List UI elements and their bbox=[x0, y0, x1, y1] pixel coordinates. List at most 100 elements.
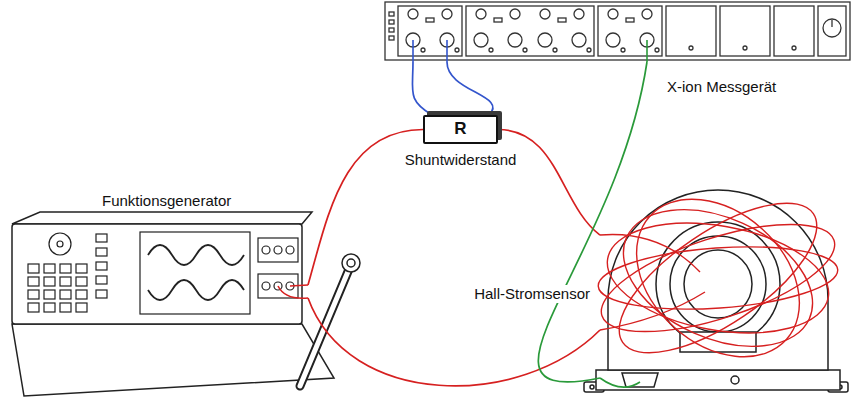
current-coil bbox=[590, 167, 847, 388]
rack-sockets-part bbox=[494, 18, 502, 22]
rack-sockets-part bbox=[587, 48, 591, 52]
generator-panel-part bbox=[44, 277, 55, 286]
rack-device-part bbox=[398, 6, 462, 56]
rack-device-part bbox=[389, 28, 394, 32]
generator-panel-part bbox=[28, 303, 39, 312]
rack-device-part bbox=[466, 6, 594, 56]
sensor-housing-part bbox=[590, 385, 594, 389]
rack-sockets-part bbox=[655, 48, 659, 52]
rack-sockets-part bbox=[523, 48, 527, 52]
rack-device-part bbox=[823, 19, 841, 37]
rack-device-part bbox=[389, 36, 394, 40]
rack-sockets-part bbox=[538, 33, 552, 47]
rack-device-part bbox=[818, 6, 846, 56]
rack-sockets-part bbox=[574, 9, 584, 19]
current-wire bbox=[498, 130, 600, 236]
rack-device-part bbox=[792, 46, 796, 50]
generator-panel-part bbox=[148, 280, 244, 300]
rack-sockets bbox=[406, 9, 659, 52]
rack-sockets-part bbox=[540, 9, 550, 19]
generator-panel-part bbox=[76, 277, 87, 286]
hall-current-sensor: Hall-Stromsensor bbox=[600, 190, 832, 395]
generator-panel-part bbox=[28, 290, 39, 299]
current-coil-part bbox=[605, 167, 830, 388]
rack-sockets-part bbox=[642, 9, 652, 19]
sensor-label: Hall-Stromsensor bbox=[472, 285, 592, 303]
generator-panel bbox=[28, 232, 298, 314]
sensor-housing-part bbox=[670, 236, 766, 332]
current-wire bbox=[308, 298, 600, 386]
generator-panel-part bbox=[60, 277, 71, 286]
voltage-sense-wire bbox=[412, 62, 432, 115]
rack-sockets-part bbox=[558, 18, 566, 22]
rack-sockets-part bbox=[408, 9, 418, 19]
generator-panel-part bbox=[60, 303, 71, 312]
generator-wire-stubs bbox=[278, 285, 308, 298]
rack-sockets-part bbox=[426, 18, 434, 22]
rack-sockets-part bbox=[489, 48, 493, 52]
generator-panel-part bbox=[44, 303, 55, 312]
rack-sockets-part bbox=[606, 33, 620, 47]
generator-panel-part bbox=[76, 264, 87, 273]
rack-device-part bbox=[743, 46, 747, 50]
rack-device-part bbox=[689, 46, 693, 50]
generator-housing-part bbox=[12, 212, 312, 224]
rack-device-part bbox=[666, 6, 716, 56]
generator-panel-part bbox=[96, 262, 107, 270]
current-coil-part bbox=[600, 292, 705, 330]
generator-panel-part bbox=[76, 303, 87, 312]
rack-device-part bbox=[774, 6, 814, 56]
rack-sockets-part bbox=[572, 33, 586, 47]
resistor-symbol: R bbox=[454, 120, 466, 139]
generator-panel-part bbox=[140, 232, 250, 314]
generator-housing-part bbox=[12, 224, 302, 324]
shunt-resistor: RShuntwiderstand bbox=[423, 115, 498, 144]
sensor-housing-part bbox=[596, 370, 840, 390]
generator-wire-stubs-part bbox=[290, 285, 308, 286]
sensor-wire-stub-part bbox=[600, 378, 640, 387]
shunt-label: Shuntwiderstand bbox=[403, 151, 519, 169]
current-coil-part bbox=[602, 183, 834, 374]
rack-sockets-part bbox=[442, 9, 452, 19]
generator-panel-part bbox=[76, 290, 87, 299]
generator-panel-part bbox=[286, 246, 294, 254]
generator-wire-stubs-part bbox=[278, 286, 308, 298]
rack-wire-stubs-part bbox=[412, 40, 414, 62]
generator-panel-part bbox=[96, 276, 107, 284]
sensor-housing-part bbox=[731, 376, 739, 384]
rack-device-part bbox=[389, 20, 394, 24]
generator-panel-part bbox=[96, 248, 107, 256]
rack-device-part bbox=[389, 12, 394, 16]
rack-device-part bbox=[385, 2, 850, 60]
rack-sockets-part bbox=[626, 18, 634, 22]
sensor-housing-part bbox=[622, 373, 658, 387]
current-coil-part bbox=[599, 207, 838, 348]
generator-panel-part bbox=[28, 277, 39, 286]
rack-sockets-part bbox=[508, 33, 522, 47]
current-coil-part bbox=[596, 240, 840, 317]
generator-panel-part bbox=[96, 290, 107, 298]
current-coil-part bbox=[600, 234, 700, 272]
rack-sockets-part bbox=[474, 33, 488, 47]
generator-panel-part bbox=[44, 264, 55, 273]
generator-panel-part bbox=[262, 282, 270, 290]
function-generator: Funktionsgenerator bbox=[8, 222, 308, 398]
sensor-wire-stub bbox=[600, 378, 640, 387]
sensor-housing bbox=[584, 190, 848, 392]
generator-panel-part bbox=[28, 264, 39, 273]
rack-sockets-part bbox=[621, 48, 625, 52]
generator-panel-part bbox=[49, 233, 71, 255]
rack-device-part bbox=[720, 6, 770, 56]
generator-housing-part bbox=[12, 324, 334, 396]
measuring-device: X-ion Messgerät bbox=[385, 2, 850, 62]
rack-sockets-part bbox=[608, 9, 618, 19]
generator-housing bbox=[12, 212, 360, 396]
voltage-sense-wire bbox=[447, 62, 493, 115]
current-coil-part bbox=[597, 176, 839, 381]
generator-panel-part bbox=[60, 290, 71, 299]
rack-device-part bbox=[831, 20, 832, 27]
rack-wire-stubs-part bbox=[446, 40, 448, 62]
rack-sockets-part bbox=[421, 48, 425, 52]
generator-housing-part bbox=[342, 254, 360, 272]
